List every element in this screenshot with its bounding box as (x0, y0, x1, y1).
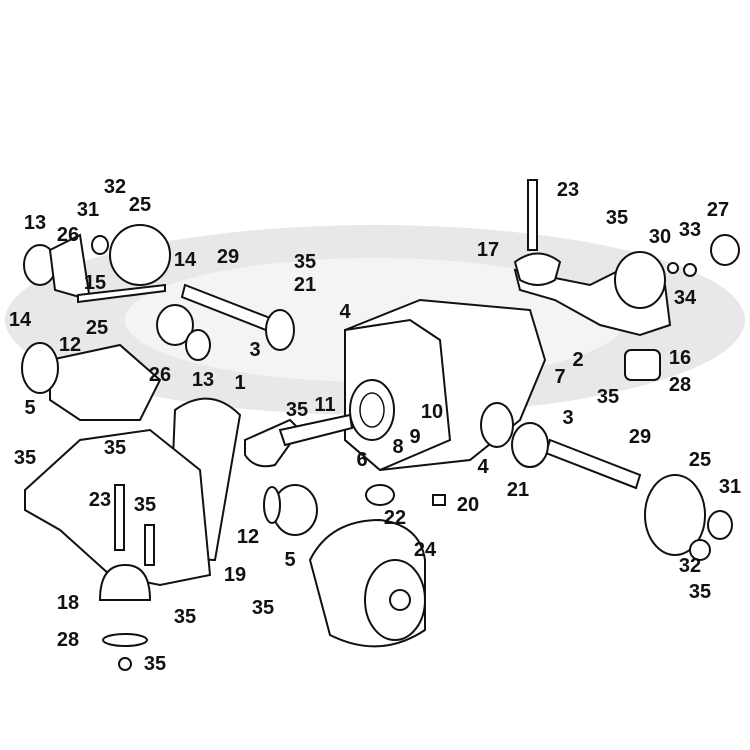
bearing-12-5 (263, 484, 318, 536)
callout-label: 30 (648, 226, 672, 248)
callout-label: 31 (718, 476, 742, 498)
callout-label: 35 (13, 447, 37, 469)
callout-label: 25 (85, 317, 109, 339)
callout-label: 35 (251, 597, 275, 619)
callout-label: 10 (420, 401, 444, 423)
callout-label: 3 (249, 339, 261, 361)
callout-label: 8 (392, 436, 404, 458)
callout-label: 31 (76, 199, 100, 221)
callout-label: 14 (8, 309, 32, 331)
callout-label: 4 (339, 301, 351, 323)
callout-label: 6 (356, 449, 368, 471)
axle-bracket (513, 179, 672, 337)
callout-label: 19 (223, 564, 247, 586)
callout-label: 35 (103, 437, 127, 459)
callout-label: 27 (706, 199, 730, 221)
callout-label: 20 (456, 494, 480, 516)
callout-label: 35 (133, 494, 157, 516)
callout-label: 1 (234, 372, 246, 394)
callout-label: 23 (556, 179, 580, 201)
rear-housing-left (21, 342, 212, 587)
callout-label: 3 (562, 407, 574, 429)
callout-label: 13 (191, 369, 215, 391)
callout-label: 18 (56, 592, 80, 614)
mount-18 (98, 563, 152, 671)
callout-label: 7 (554, 366, 566, 388)
callout-label: 15 (83, 272, 107, 294)
diff-gears-left (23, 224, 211, 361)
callout-label: 28 (56, 629, 80, 651)
callout-label: 32 (678, 555, 702, 577)
callout-label: 34 (673, 287, 697, 309)
callout-label: 21 (293, 274, 317, 296)
callout-label: 29 (628, 426, 652, 448)
callout-label: 17 (476, 239, 500, 261)
callout-label: 16 (668, 347, 692, 369)
callout-label: 29 (216, 246, 240, 268)
differential-carrier-24 (308, 518, 426, 648)
callout-label: 23 (88, 489, 112, 511)
small-parts (365, 234, 740, 506)
callout-label: 12 (58, 334, 82, 356)
callout-label: 12 (236, 526, 260, 548)
callout-label: 25 (688, 449, 712, 471)
callout-label: 14 (173, 249, 197, 271)
callout-label: 2 (572, 349, 584, 371)
callout-label: 5 (24, 397, 36, 419)
callout-label: 35 (596, 386, 620, 408)
callout-label: 24 (413, 539, 437, 561)
callout-label: 25 (128, 194, 152, 216)
bushing-16 (624, 349, 661, 381)
callout-label: 35 (285, 399, 309, 421)
pinion-shaft-left (180, 283, 295, 351)
callout-label: 9 (409, 426, 421, 448)
callout-label: 26 (56, 224, 80, 246)
callout-label: 32 (103, 176, 127, 198)
callout-label: 13 (23, 212, 47, 234)
callout-label: 22 (383, 507, 407, 529)
hub-flange-right (644, 474, 733, 561)
callout-label: 35 (688, 581, 712, 603)
axle-shaft-right (480, 402, 642, 490)
callout-label: 35 (293, 251, 317, 273)
callout-label: 26 (148, 364, 172, 386)
callout-label: 11 (314, 394, 336, 416)
callout-label: 28 (668, 374, 692, 396)
callout-label: 35 (173, 606, 197, 628)
callout-label: 33 (678, 219, 702, 241)
callout-label: 4 (477, 456, 489, 478)
callout-label: 5 (284, 549, 296, 571)
callout-label: 35 (605, 207, 629, 229)
callout-label: 21 (506, 479, 530, 501)
callout-label: 35 (143, 653, 167, 675)
